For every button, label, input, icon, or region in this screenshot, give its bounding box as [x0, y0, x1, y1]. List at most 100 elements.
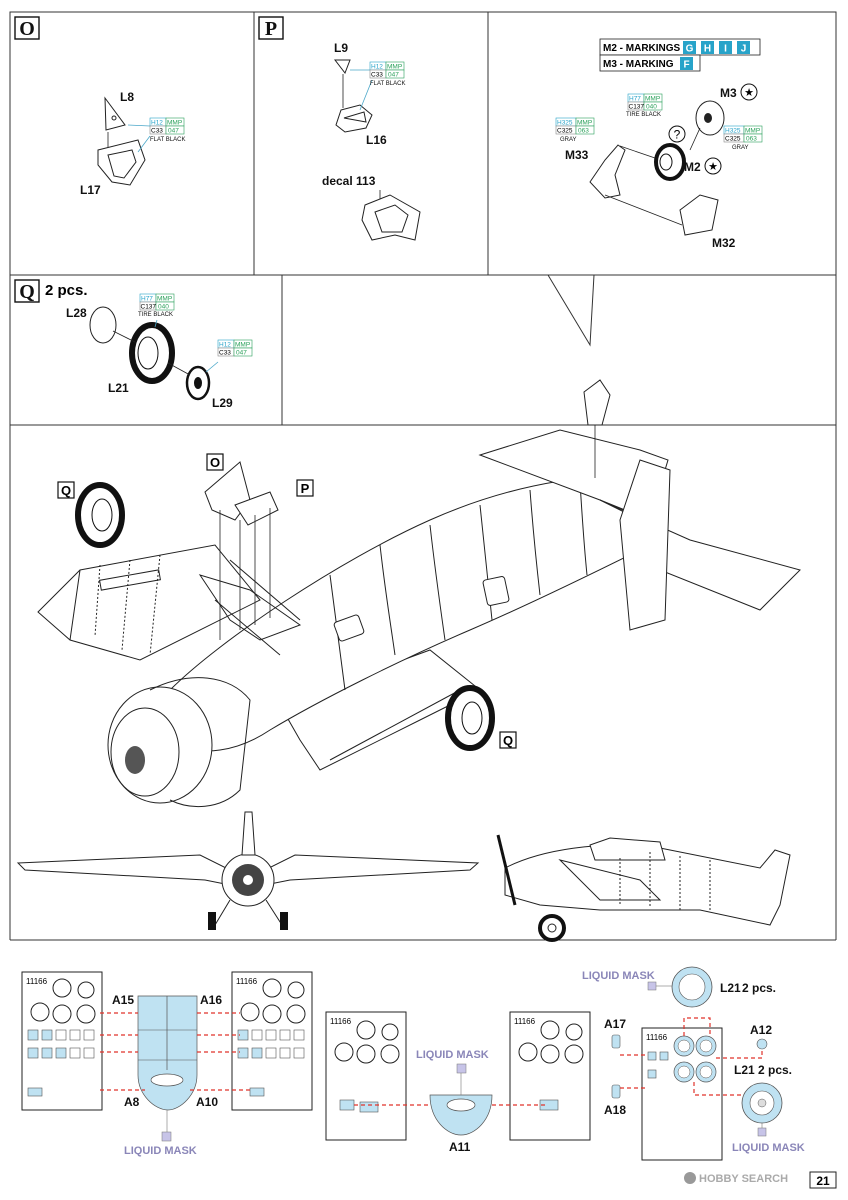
part-label: L8: [120, 90, 134, 104]
callout-q-left: Q: [61, 483, 71, 498]
step-m-panel: M2 - MARKINGS G H I J M3 - MARKING F M3 …: [555, 38, 763, 250]
mask-label: A15: [112, 993, 134, 1007]
svg-text:C137: C137: [141, 304, 157, 311]
svg-text:H77: H77: [141, 296, 153, 303]
mask-label: A16: [200, 993, 222, 1007]
part-label: M3: [720, 86, 737, 100]
paint-code-m-gray-left: H325 MMP C325 063 GRAY: [555, 117, 595, 143]
decal-label: decal 113: [322, 174, 376, 188]
svg-text:TIRE BLACK: TIRE BLACK: [138, 312, 173, 318]
svg-text:063: 063: [746, 136, 757, 143]
mask-l21-label: L21: [734, 1063, 755, 1077]
main-aircraft-drawing: O P Q Q: [37, 379, 801, 808]
markings-row-1: M2 - MARKINGS G H I J: [599, 38, 761, 56]
front-view-drawing: [16, 811, 480, 930]
step-o-letter: O: [19, 18, 35, 40]
part-l28-disc: [89, 306, 117, 344]
callout-q-right: Q: [503, 733, 513, 748]
liquid-mask-label: LIQUID MASK: [732, 1142, 805, 1154]
liquid-mask-label: LIQUID MASK: [582, 970, 655, 982]
watermark: HOBBY SEARCH: [699, 1173, 788, 1185]
svg-text:047: 047: [168, 128, 179, 135]
mask-panel: 11166 A15 A16 A8 A10 LIQUID MASK 11166: [21, 966, 805, 1161]
svg-text:11166: 11166: [236, 977, 258, 986]
liquid-mask-label: LIQUID MASK: [416, 1049, 489, 1061]
svg-text:M2 - MARKINGS: M2 - MARKINGS: [603, 43, 681, 54]
svg-text:047: 047: [236, 350, 247, 357]
svg-text:H: H: [704, 44, 711, 55]
svg-text:MMP: MMP: [235, 342, 250, 349]
paint-code-m-tire: H77 MMP C137 040 TIRE BLACK: [626, 93, 663, 118]
step-q-qty: 2 pcs.: [45, 282, 88, 299]
svg-text:C33: C33: [219, 350, 231, 357]
svg-text:C33: C33: [151, 128, 163, 135]
part-l16-drawing: [335, 104, 373, 133]
mask-sheet-center-1: [325, 1011, 407, 1141]
mask-sheet-center-2: [509, 1011, 591, 1141]
mask-dome-a11: [429, 1094, 493, 1136]
svg-text:F: F: [683, 60, 689, 71]
step-q-panel: Q 2 pcs. L28 L21 L29 H77 MMP C137 040 TI…: [14, 279, 253, 410]
mask-label: A18: [604, 1103, 626, 1117]
svg-text:040: 040: [158, 304, 169, 311]
svg-text:MMP: MMP: [577, 120, 592, 127]
svg-text:H12: H12: [371, 64, 383, 71]
star-insignia-icon: ★: [708, 161, 718, 173]
footer: HOBBY SEARCH 21: [684, 1171, 837, 1189]
svg-text:GRAY: GRAY: [732, 145, 749, 151]
part-m33-strut: [679, 194, 719, 236]
part-l17-drawing: [97, 139, 146, 186]
part-label: L29: [212, 396, 233, 410]
hobby-search-logo-icon: [684, 1172, 696, 1184]
step-q-box: [14, 279, 40, 303]
callout-o: O: [210, 455, 220, 470]
step-p-panel: P L9 L16 H12 MMP C33 047 FLAT BLACK deca…: [258, 16, 421, 241]
svg-text:MMP: MMP: [745, 128, 760, 135]
mask-l21-qty: 2 pcs.: [742, 981, 776, 995]
part-label: L9: [334, 41, 348, 55]
mask-label: A10: [196, 1095, 218, 1109]
part-label: L28: [66, 306, 87, 320]
question-circle: [668, 125, 686, 143]
step-q-letter: Q: [19, 281, 35, 303]
mask-label: A8: [124, 1095, 140, 1109]
mask-label: A12: [750, 1023, 772, 1037]
part-label: M33: [565, 148, 589, 162]
part-m32-strut: [589, 144, 626, 199]
svg-text:FLAT BLACK: FLAT BLACK: [370, 81, 405, 87]
part-l9-drawing: [333, 59, 351, 75]
svg-text:H12: H12: [219, 342, 231, 349]
markings-row-2: M3 - MARKING F: [599, 54, 701, 72]
svg-text:063: 063: [578, 128, 589, 135]
side-view-drawing: [496, 834, 791, 942]
svg-text:C325: C325: [557, 128, 573, 135]
paint-code-p: H12 MMP C33 047 FLAT BLACK: [369, 61, 405, 87]
mask-l21-qty: 2 pcs.: [758, 1063, 792, 1077]
part-label: M32: [712, 236, 736, 250]
svg-text:11166: 11166: [330, 1017, 352, 1026]
step-p-letter: P: [265, 18, 277, 40]
part-label: L17: [80, 183, 101, 197]
liquid-mask-label: LIQUID MASK: [124, 1145, 197, 1157]
decal-113-drawing: [361, 194, 421, 241]
svg-text:G: G: [686, 44, 694, 55]
mask-sheet-left-1: [21, 971, 103, 1111]
mask-sheet-left-2: [231, 971, 313, 1111]
svg-text:C137: C137: [629, 104, 645, 111]
svg-text:MMP: MMP: [167, 120, 182, 127]
svg-text:GRAY: GRAY: [560, 137, 577, 143]
svg-text:I: I: [724, 44, 727, 55]
paint-code-q-tire: H77 MMP C137 040 TIRE BLACK: [138, 293, 175, 318]
mask-canopy-a15-a16: [137, 995, 198, 1111]
star-insignia-icon: ★: [744, 87, 754, 99]
svg-text:MMP: MMP: [157, 296, 172, 303]
mask-label: A11: [449, 1140, 471, 1154]
svg-text:C33: C33: [371, 72, 383, 79]
svg-text:TIRE BLACK: TIRE BLACK: [626, 112, 661, 118]
part-l8-drawing: [104, 96, 126, 131]
svg-text:M3 - MARKING: M3 - MARKING: [603, 59, 674, 70]
svg-text:11166: 11166: [646, 1033, 668, 1042]
paint-code-m-gray-right: H325 MMP C325 063 GRAY: [723, 125, 763, 151]
